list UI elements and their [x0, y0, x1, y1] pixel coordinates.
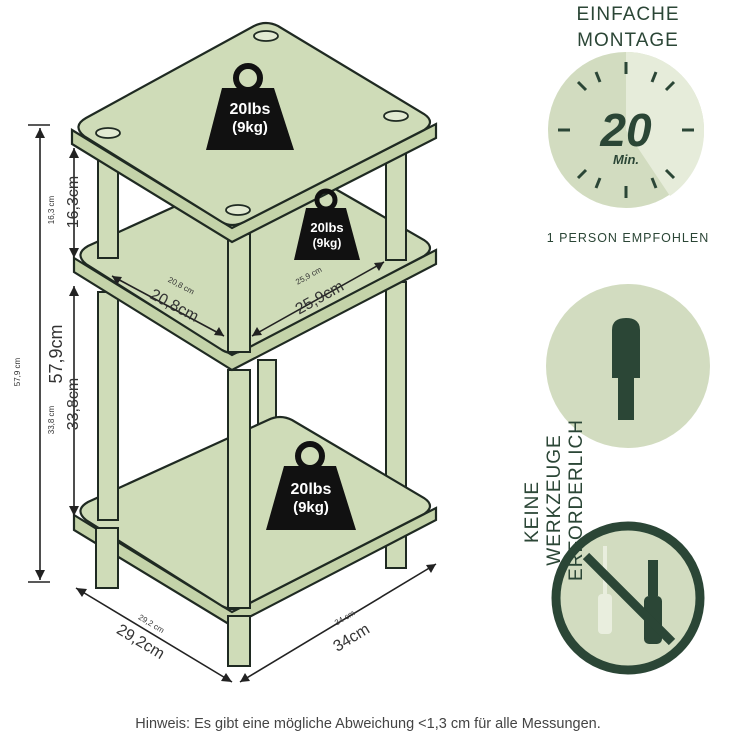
hand-icon — [612, 318, 640, 420]
dim-top-gap: 16,3cm — [65, 176, 82, 228]
top-hole — [95, 127, 121, 139]
measurement-note: Hinweis: Es gibt eine mögliche Abweichun… — [135, 716, 601, 732]
bottom-shelf — [79, 415, 432, 611]
leg-front-left-foot — [95, 527, 119, 589]
weight-middle-kg: (9kg) — [313, 236, 342, 250]
leg-front-center-upper — [227, 233, 251, 353]
timer-ticks — [558, 62, 694, 198]
weight-top-lbs: 20lbs — [230, 101, 271, 118]
leg-front-left-upper — [97, 159, 119, 259]
prohibited-slash — [582, 552, 676, 646]
leg-front-center-foot — [227, 615, 251, 667]
dimension-lines — [28, 124, 437, 683]
weight-icon-top: 20lbs (9kg) — [206, 63, 294, 150]
weight-bottom-kg: (9kg) — [293, 499, 329, 516]
timer-minutes: 20 — [599, 104, 652, 156]
leg-front-center-mid — [227, 369, 251, 609]
dim-top-gap-small: 16,3 cm — [47, 195, 56, 224]
dim-base-width-small: 34 cm — [333, 608, 357, 627]
timer-highlight — [626, 52, 705, 196]
top-hole — [253, 30, 279, 42]
no-tools-line1: KEINE — [522, 481, 543, 543]
middle-shelf-edge — [72, 248, 438, 372]
assembly-panel: EINFACHE MONTAGE 20 Min. 1 PERSON EMPFOH… — [547, 4, 709, 245]
timer-unit: Min. — [613, 152, 639, 167]
person-note: 1 PERSON EMPFOHLEN — [547, 231, 709, 245]
leg-right-upper — [385, 147, 407, 261]
weight-icon-middle: 20lbs (9kg) — [294, 188, 360, 260]
leg-front-left-mid — [97, 291, 119, 521]
assembly-title-line2: MONTAGE — [577, 30, 679, 51]
dim-lower-gap: 33,8cm — [65, 378, 82, 430]
assembly-title-line1: EINFACHE — [576, 4, 679, 25]
shelf-unit — [70, 21, 438, 667]
dim-lower-gap-small: 33,8 cm — [47, 405, 56, 434]
top-hole — [383, 110, 409, 122]
weight-bottom-lbs: 20lbs — [291, 481, 332, 498]
dim-total-height-small: 57,9 cm — [13, 357, 22, 386]
weight-top-kg: (9kg) — [232, 119, 268, 136]
no-tools-line2: WERKZEUGE — [544, 434, 565, 565]
weight-icon-bottom: 20lbs (9kg) — [266, 441, 356, 530]
no-tools-panel: KEINE WERKZEUGE ERFORDERLICH — [522, 419, 705, 675]
top-hole — [225, 204, 251, 216]
weight-middle-lbs: 20lbs — [310, 220, 343, 235]
top-shelf-edge — [70, 122, 438, 244]
no-tools-line3: ERFORDERLICH — [566, 419, 587, 581]
bottom-shelf-edge — [72, 506, 438, 628]
hand-panel — [546, 284, 710, 448]
dim-total-height: 57,9cm — [46, 324, 66, 383]
